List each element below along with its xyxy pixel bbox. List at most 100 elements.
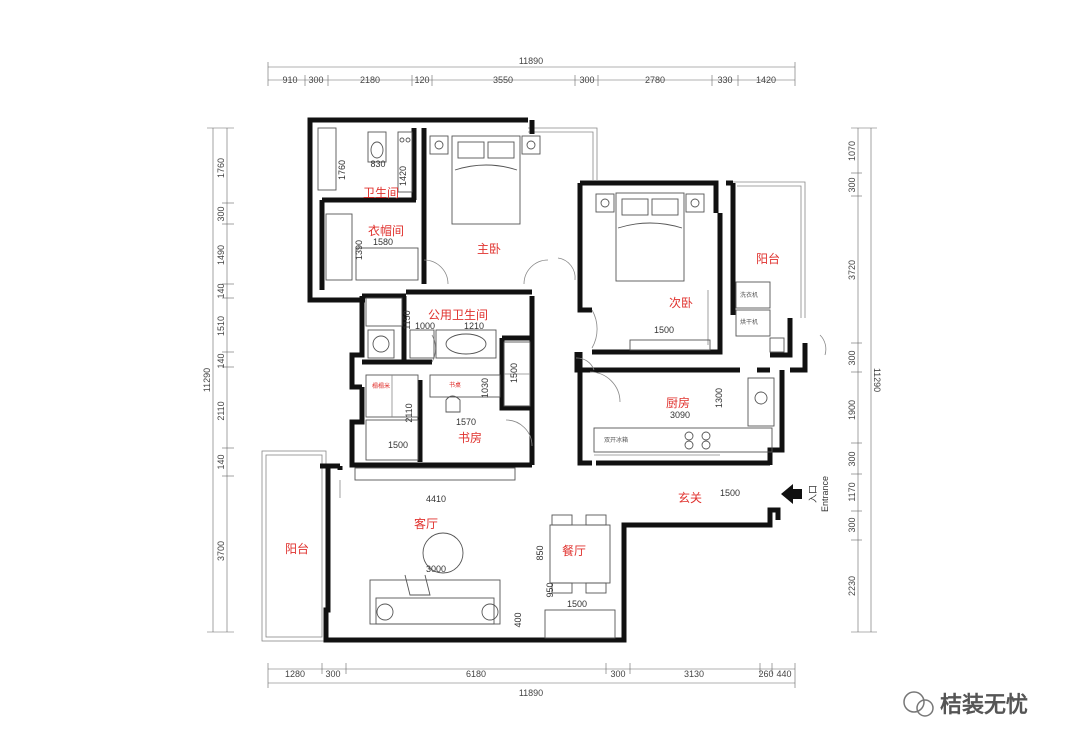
master-bed [451, 135, 521, 225]
dim-bath-1420: 1420 [398, 166, 408, 186]
top-dim-1: 910 [282, 75, 297, 85]
left-dim-5: 1510 [216, 316, 226, 336]
dim-dining-1500: 1500 [567, 599, 587, 609]
room-balcony-left: 阳台 [285, 541, 309, 556]
dim-study-1570: 1570 [456, 417, 476, 427]
room-study: 书房 [458, 430, 482, 445]
dim-living-400: 400 [513, 612, 523, 627]
watermark-text: 桔装无忧 [940, 693, 1028, 718]
left-dim-1: 1760 [216, 158, 226, 178]
dim-pub-1000: 1000 [415, 321, 435, 331]
room-balcony-right: 阳台 [756, 251, 780, 266]
bottom-dim-2: 300 [325, 669, 340, 679]
label-tatami: 榻榻米 [372, 382, 390, 390]
bottom-dim-7: 440 [776, 669, 791, 679]
top-dim-4: 120 [414, 75, 429, 85]
room-kitchen: 厨房 [666, 395, 690, 410]
label-washer: 洗衣机 [740, 291, 758, 299]
right-dim-7: 1170 [847, 482, 857, 501]
bottom-dim-3: 6180 [466, 669, 486, 679]
right-dim-3: 3720 [847, 260, 857, 280]
label-desk: 书桌 [449, 381, 461, 389]
left-dim-7: 2110 [216, 401, 226, 420]
room-closet: 衣帽间 [368, 223, 404, 238]
top-dim-5: 3550 [493, 75, 513, 85]
bottom-dim-5: 3130 [684, 669, 704, 679]
top-dim-2: 300 [308, 75, 323, 85]
room-master-bedroom: 主卧 [477, 242, 501, 256]
top-dim-3: 2180 [360, 75, 380, 85]
dim-closet-1390: 1390 [354, 240, 364, 260]
dim-pub-1210: 1210 [464, 321, 484, 331]
bottom-dim-4: 300 [610, 669, 625, 679]
label-fridge: 双开冰箱 [604, 436, 628, 444]
dim-dining-950: 950 [545, 582, 555, 597]
room-second-bedroom: 次卧 [669, 296, 693, 310]
room-foyer: 玄关 [678, 490, 702, 505]
room-bathroom: 卫生间 [363, 186, 399, 200]
left-dim-2: 300 [216, 206, 226, 221]
small-labels: 洗衣机 烘干机 榻榻米 书桌 双开冰箱 [372, 291, 758, 444]
room-living: 客厅 [414, 516, 438, 531]
right-dim-8: 300 [847, 517, 857, 532]
second-bed [615, 192, 685, 282]
dim-living-4410: 4410 [426, 494, 446, 504]
left-dim-4: 140 [216, 283, 226, 298]
dim-hall-1500: 1500 [509, 363, 519, 383]
watermark: 桔装无忧 [903, 691, 1028, 718]
left-dim-8: 140 [216, 454, 226, 469]
bottom-dim-6: 260 [758, 669, 773, 679]
dim-foyer-1500: 1500 [720, 488, 740, 498]
dim-study-1030: 1030 [480, 378, 490, 398]
right-dim-9: 2230 [847, 576, 857, 596]
dim-bath-830: 830 [370, 159, 385, 169]
top-dim-6: 300 [579, 75, 594, 85]
room-public-bathroom: 公用卫生间 [428, 308, 488, 322]
right-dim-1: 1070 [847, 141, 857, 161]
label-dryer: 烘干机 [740, 318, 758, 326]
dim-second-1500: 1500 [654, 325, 674, 335]
dim-kitchen-3090: 3090 [670, 410, 690, 420]
wechat-icon [903, 691, 925, 713]
dim-pub-1150: 1150 [402, 310, 412, 329]
entrance-en: Entrance [820, 476, 830, 512]
dining-table [549, 524, 611, 584]
right-dim-2: 300 [847, 177, 857, 192]
top-dim-8: 330 [717, 75, 732, 85]
room-dining: 餐厅 [562, 543, 586, 558]
left-dim-3: 1490 [216, 245, 226, 265]
right-dim-6: 300 [847, 451, 857, 466]
dim-bath-1760: 1760 [337, 160, 347, 180]
dim-living-3000: 3000 [426, 564, 446, 574]
entrance: 入口 Entrance [781, 476, 830, 512]
furniture [317, 127, 785, 639]
left-dim-9: 3700 [216, 541, 226, 561]
left-dimensions: 11290 1760 300 1490 140 1510 140 2110 14… [202, 127, 234, 633]
bottom-total-dim: 11890 [519, 688, 543, 698]
sofa [369, 579, 501, 625]
dim-study-1500: 1500 [388, 440, 408, 450]
top-dim-9: 1420 [756, 75, 776, 85]
dim-closet-1580: 1580 [373, 237, 393, 247]
inner-dimensions: 1760 830 1420 1390 1580 1150 1000 1210 1… [337, 159, 740, 628]
top-dim-7: 2780 [645, 75, 665, 85]
dim-dining-850: 850 [535, 545, 545, 560]
left-dim-6: 140 [216, 353, 226, 368]
left-total-dim: 11290 [202, 368, 212, 392]
top-dimensions: 11890 910 300 2180 120 3550 300 2780 330… [267, 56, 796, 86]
doors [423, 257, 827, 447]
walls [307, 117, 808, 643]
dim-kitchen-1300: 1300 [714, 388, 724, 408]
bottom-dimensions: 1280 300 6180 300 3130 260 440 11890 [267, 663, 796, 698]
entrance-arrow-icon [781, 484, 802, 504]
entrance-cn: 入口 [808, 485, 818, 503]
right-dimensions: 1070 300 3720 300 1900 300 1170 300 2230… [847, 127, 882, 633]
bottom-dim-1: 1280 [285, 669, 305, 679]
top-total-dim: 11890 [519, 56, 543, 66]
coffee-table [422, 532, 464, 574]
room-labels: 卫生间 衣帽间 主卧 次卧 阳台 公用卫生间 书房 厨房 玄关 客厅 阳台 餐厅 [285, 186, 780, 558]
right-dim-5: 1900 [847, 400, 857, 420]
dim-study-2110: 2110 [404, 403, 414, 422]
right-total-dim: 11290 [872, 368, 882, 392]
